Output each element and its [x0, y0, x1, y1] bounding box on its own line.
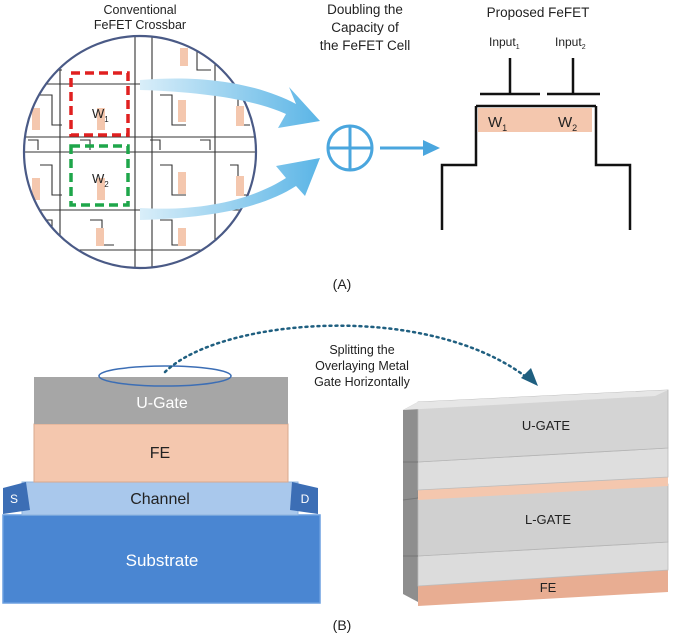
combine-symbol: [326, 124, 374, 172]
doubling-line1: Doubling the: [327, 2, 403, 17]
dotted-arc-arrowhead: [521, 368, 538, 386]
cell-w2-label: W2: [558, 114, 577, 133]
crossbar-circle: W1 W2: [20, 30, 260, 270]
panel-a-label: (A): [333, 276, 352, 292]
source-contact: [3, 482, 30, 514]
substrate-layer: [2, 514, 321, 604]
w1-red-box: [69, 71, 130, 137]
proposed-fefet-symbol: Input1 Input2 W1 W2: [440, 35, 632, 230]
w2-label: W2: [92, 171, 109, 189]
cell-w1-label: W1: [488, 114, 507, 133]
dotted-arc-arrow: [163, 324, 532, 382]
crossbar-grid: [24, 36, 256, 268]
device-cross-section: Substrate Channel S D FE U-Gate: [2, 365, 321, 604]
panel-b-label: (B): [333, 617, 352, 633]
stack-ugate-label: U-GATE: [522, 418, 570, 433]
fe-layer: [33, 423, 289, 483]
proposed-title: Proposed FeFET: [487, 5, 590, 20]
channel-label: Channel: [130, 491, 190, 508]
stack-lgate-label: L-GATE: [525, 512, 571, 527]
doubling-line3: the FeFET Cell: [320, 38, 411, 53]
w2-green-box: [69, 144, 130, 207]
source-label: S: [10, 492, 18, 506]
splitting-line3: Gate Horizontally: [314, 375, 411, 389]
input1-label: Input1: [489, 35, 520, 51]
doubling-line2: Capacity of: [331, 20, 399, 35]
conventional-title-line1: Conventional: [104, 3, 177, 17]
fe-label: FE: [150, 445, 170, 462]
gate-highlight-ellipse: [98, 365, 232, 387]
curved-arrow-top: [140, 78, 320, 128]
substrate-label: Substrate: [126, 551, 199, 570]
stack-fe-layer: [418, 570, 668, 606]
panel-a: W1 W2 Conventional FeFET Crossbar Doubli…: [20, 2, 632, 292]
channel-layer: [21, 481, 299, 516]
panel-b: Substrate Channel S D FE U-Gate Splittin…: [2, 324, 669, 633]
conventional-title-line2: FeFET Crossbar: [94, 18, 186, 32]
drain-contact: [290, 482, 318, 514]
splitting-line2: Overlaying Metal: [315, 359, 409, 373]
w1-label: W1: [92, 106, 109, 124]
split-gate-stack: FE L-GATE U-GATE: [402, 389, 669, 606]
curved-arrow-bottom: [140, 158, 320, 220]
input2-label: Input2: [555, 35, 586, 51]
straight-arrow: [380, 140, 440, 156]
ugate-layer: [34, 377, 288, 424]
stack-fe-label: FE: [540, 580, 557, 595]
ugate-label: U-Gate: [136, 395, 188, 412]
drain-label: D: [301, 492, 310, 506]
splitting-line1: Splitting the: [329, 343, 394, 357]
